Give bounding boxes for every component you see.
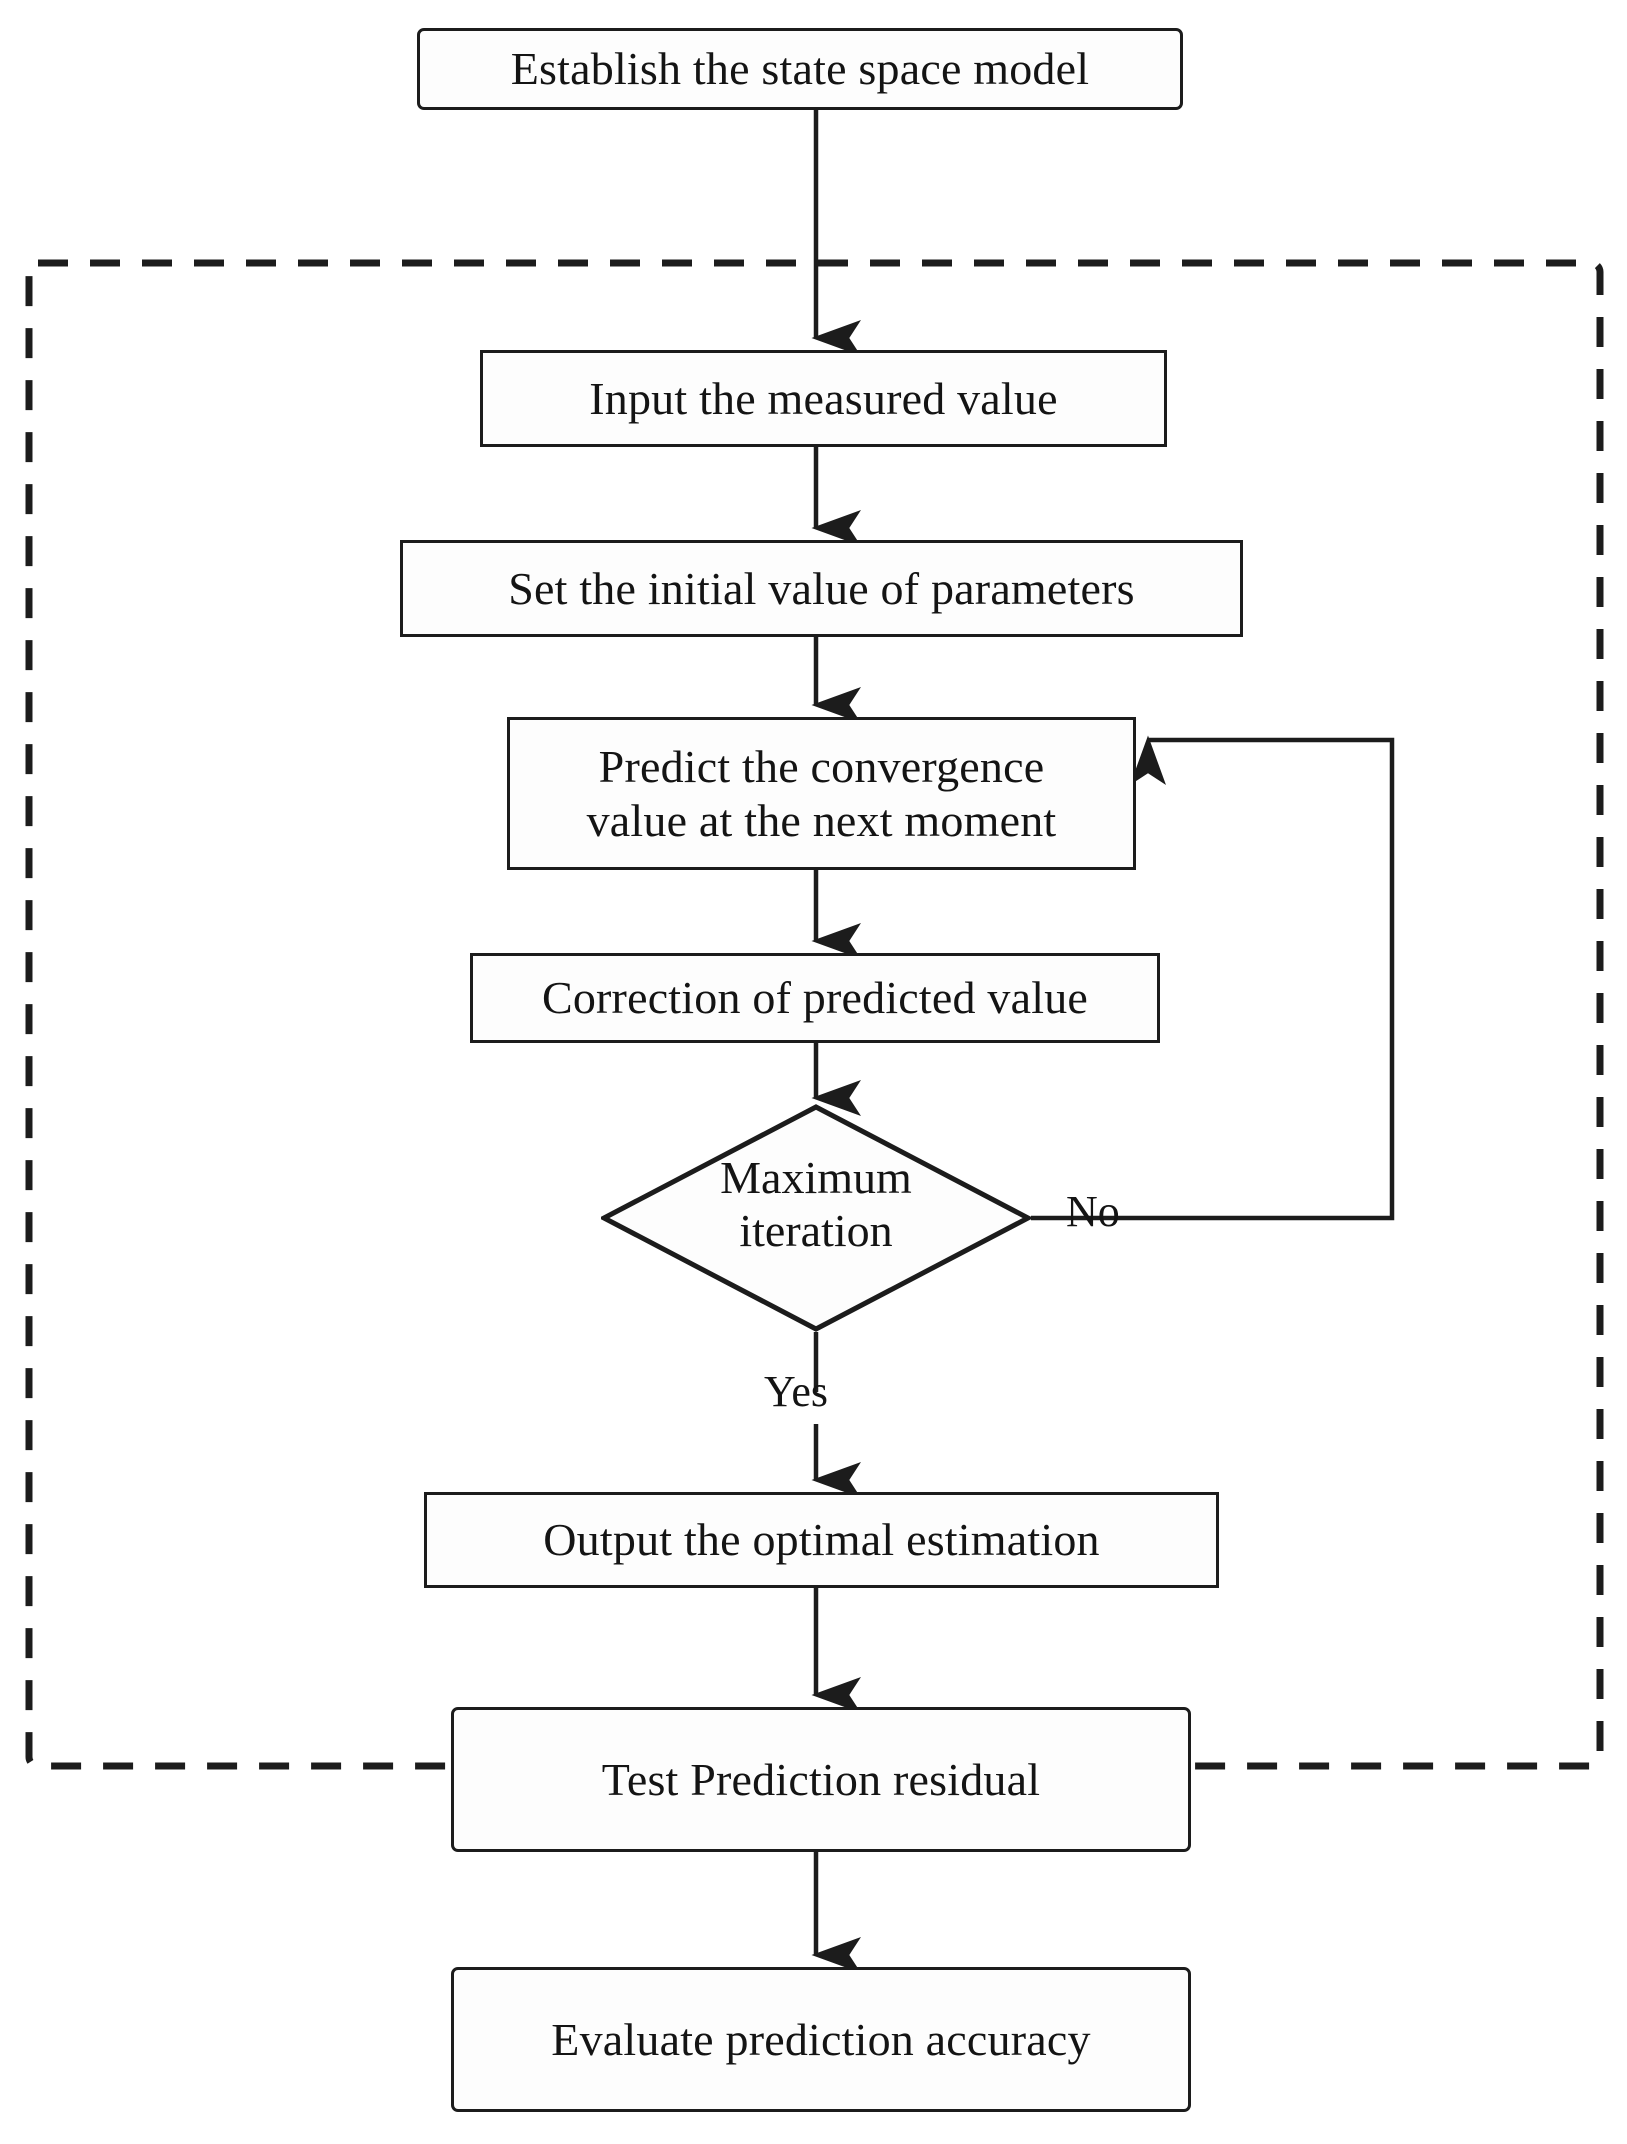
node-correction-of-predicted-value[interactable]: Correction of predicted value	[470, 953, 1160, 1043]
connector-maximum-no-feedback-loop	[1031, 735, 1395, 1221]
node-predict-convergence-value[interactable]: Predict the convergence value at the nex…	[507, 717, 1136, 870]
node-establish-state-space-model[interactable]: Establish the state space model	[417, 28, 1183, 110]
node-input-measured-value[interactable]: Input the measured value	[480, 350, 1167, 447]
node-test-prediction-residual[interactable]: Test Prediction residual	[451, 1707, 1191, 1852]
node-output-optimal-estimation[interactable]: Output the optimal estimation	[424, 1492, 1219, 1588]
edge-label-yes: Yes	[764, 1367, 829, 1416]
node-maximum-iteration-diamond[interactable]	[601, 1104, 1031, 1332]
node-set-initial-value-parameters[interactable]: Set the initial value of parameters	[400, 540, 1243, 637]
node-evaluate-prediction-accuracy[interactable]: Evaluate prediction accuracy	[451, 1967, 1191, 2112]
iteration-loop-dashed-border	[25, 259, 1604, 1770]
edge-label-no: No	[1066, 1187, 1120, 1236]
